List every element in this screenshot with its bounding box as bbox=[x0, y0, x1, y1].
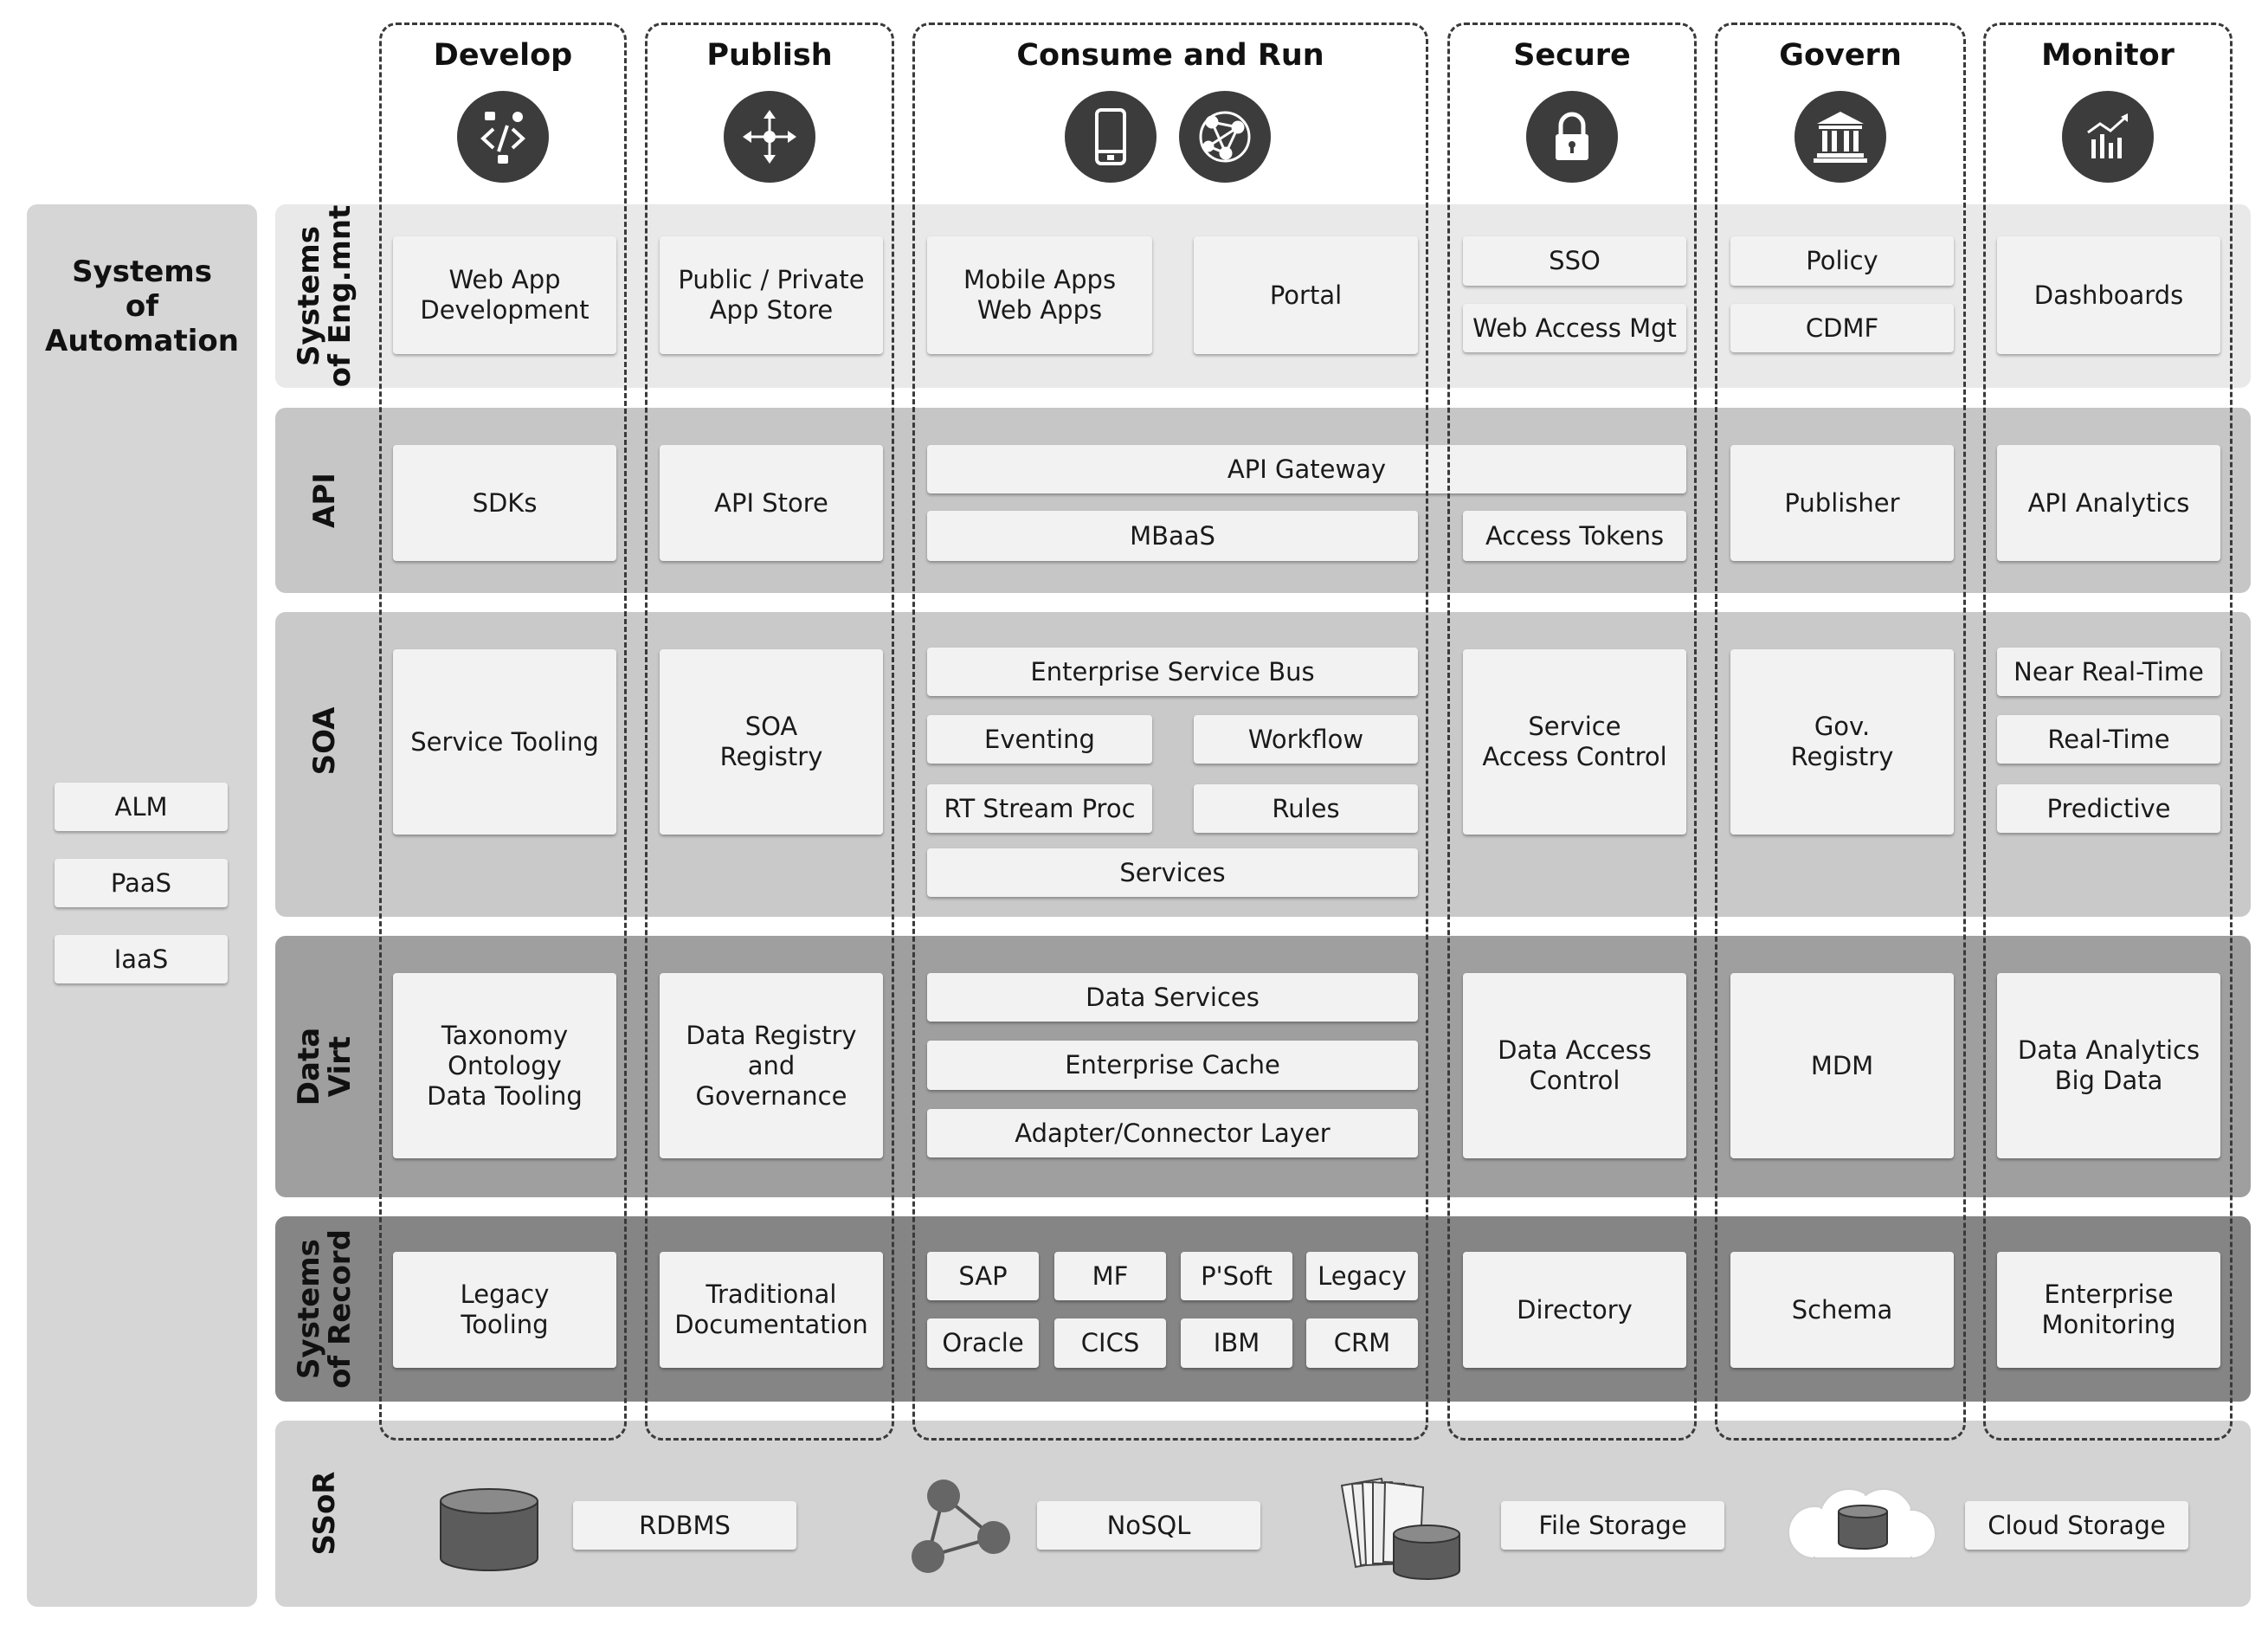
box-real-time: Real-Time bbox=[1997, 715, 2220, 764]
column-title-develop: Develop bbox=[433, 38, 573, 73]
box-cloud-storage: Cloud Storage bbox=[1965, 1501, 2188, 1550]
code-icon bbox=[457, 91, 549, 183]
box-predictive: Predictive bbox=[1997, 784, 2220, 833]
column-title-consume-and-run: Consume and Run bbox=[1016, 38, 1324, 73]
box-web-access-mgt: Web Access Mgt bbox=[1463, 304, 1686, 352]
box-service-tooling: Service Tooling bbox=[393, 649, 616, 835]
automation-item-paas: PaaS bbox=[55, 859, 228, 907]
box-nosql: NoSQL bbox=[1037, 1501, 1260, 1550]
database-icon bbox=[440, 1488, 538, 1571]
box-mdm: MDM bbox=[1730, 973, 1954, 1158]
box-legacy-tooling: Legacy Tooling bbox=[393, 1252, 616, 1368]
box-psoft: P'Soft bbox=[1181, 1252, 1292, 1300]
analytics-chart-icon bbox=[2062, 91, 2154, 183]
box-rdbms: RDBMS bbox=[573, 1501, 796, 1550]
box-mf: MF bbox=[1054, 1252, 1166, 1300]
box-services: Services bbox=[927, 848, 1418, 897]
row-label-data-virt: Data Virt bbox=[292, 1027, 358, 1106]
network-globe-icon bbox=[1179, 91, 1271, 183]
box-cdmf: CDMF bbox=[1730, 304, 1954, 352]
box-taxonomy-ontology: Taxonomy Ontology Data Tooling bbox=[393, 973, 616, 1158]
box-data-registry: Data Registry and Governance bbox=[660, 973, 883, 1158]
box-mobile-web-apps: Mobile Apps Web Apps bbox=[927, 236, 1152, 354]
box-data-analytics: Data Analytics Big Data bbox=[1997, 973, 2220, 1158]
box-soa-registry: SOA Registry bbox=[660, 649, 883, 835]
band-ssor bbox=[275, 1421, 2251, 1607]
graph-nodes-icon bbox=[912, 1480, 1010, 1573]
box-schema: Schema bbox=[1730, 1252, 1954, 1368]
move-arrows-icon bbox=[724, 91, 815, 183]
box-workflow: Workflow bbox=[1194, 715, 1418, 764]
column-title-monitor: Monitor bbox=[2041, 38, 2175, 73]
box-gov-registry: Gov. Registry bbox=[1730, 649, 1954, 835]
box-directory: Directory bbox=[1463, 1252, 1686, 1368]
box-publisher: Publisher bbox=[1730, 445, 1954, 561]
box-api-gateway: API Gateway bbox=[927, 445, 1686, 493]
column-title-govern: Govern bbox=[1779, 38, 1902, 73]
mobile-phone-icon bbox=[1065, 91, 1157, 183]
box-legacy: Legacy bbox=[1306, 1252, 1418, 1300]
box-eventing: Eventing bbox=[927, 715, 1152, 764]
box-data-access-control: Data Access Control bbox=[1463, 973, 1686, 1158]
box-portal: Portal bbox=[1194, 236, 1418, 354]
row-label-ssor: SSoR bbox=[307, 1471, 342, 1556]
box-oracle: Oracle bbox=[927, 1318, 1039, 1368]
box-policy: Policy bbox=[1730, 236, 1954, 286]
box-adapter-connector-layer: Adapter/Connector Layer bbox=[927, 1109, 1418, 1157]
box-rules: Rules bbox=[1194, 784, 1418, 833]
box-enterprise-service-bus: Enterprise Service Bus bbox=[927, 648, 1418, 696]
box-sdks: SDKs bbox=[393, 445, 616, 561]
row-label-systems-of-record: Systems of Record bbox=[292, 1229, 358, 1389]
box-traditional-documentation: Traditional Documentation bbox=[660, 1252, 883, 1368]
box-api-analytics: API Analytics bbox=[1997, 445, 2220, 561]
box-dashboards: Dashboards bbox=[1997, 236, 2220, 354]
automation-title: Systems of Automation bbox=[45, 255, 239, 358]
file-folders-icon bbox=[1340, 1477, 1460, 1580]
box-sso: SSO bbox=[1463, 236, 1686, 286]
government-building-icon bbox=[1794, 91, 1886, 183]
row-label-soa: SOA bbox=[307, 706, 342, 776]
box-crm: CRM bbox=[1306, 1318, 1418, 1368]
box-ibm: IBM bbox=[1181, 1318, 1292, 1368]
box-file-storage: File Storage bbox=[1501, 1501, 1724, 1550]
automation-item-alm: ALM bbox=[55, 783, 228, 831]
column-title-publish: Publish bbox=[706, 38, 833, 73]
automation-item-iaas: IaaS bbox=[55, 935, 228, 983]
box-enterprise-monitoring: Enterprise Monitoring bbox=[1997, 1252, 2220, 1368]
box-access-tokens: Access Tokens bbox=[1463, 511, 1686, 561]
box-api-store: API Store bbox=[660, 445, 883, 561]
box-web-app-development: Web App Development bbox=[393, 236, 616, 354]
cloud-database-icon bbox=[1788, 1488, 1936, 1559]
box-mbaas: MBaaS bbox=[927, 511, 1418, 561]
row-label-systems-of-engagement: Systems of Eng.mnt bbox=[292, 204, 358, 388]
box-rt-stream-proc: RT Stream Proc bbox=[927, 784, 1152, 833]
box-cics: CICS bbox=[1054, 1318, 1166, 1368]
box-near-real-time: Near Real-Time bbox=[1997, 648, 2220, 696]
box-data-services: Data Services bbox=[927, 973, 1418, 1022]
box-sap: SAP bbox=[927, 1252, 1039, 1300]
padlock-icon bbox=[1526, 91, 1618, 183]
column-title-secure: Secure bbox=[1513, 38, 1631, 73]
row-label-api: API bbox=[307, 473, 342, 528]
box-service-access-control: Service Access Control bbox=[1463, 649, 1686, 835]
box-enterprise-cache: Enterprise Cache bbox=[927, 1041, 1418, 1090]
box-app-store: Public / Private App Store bbox=[660, 236, 883, 354]
